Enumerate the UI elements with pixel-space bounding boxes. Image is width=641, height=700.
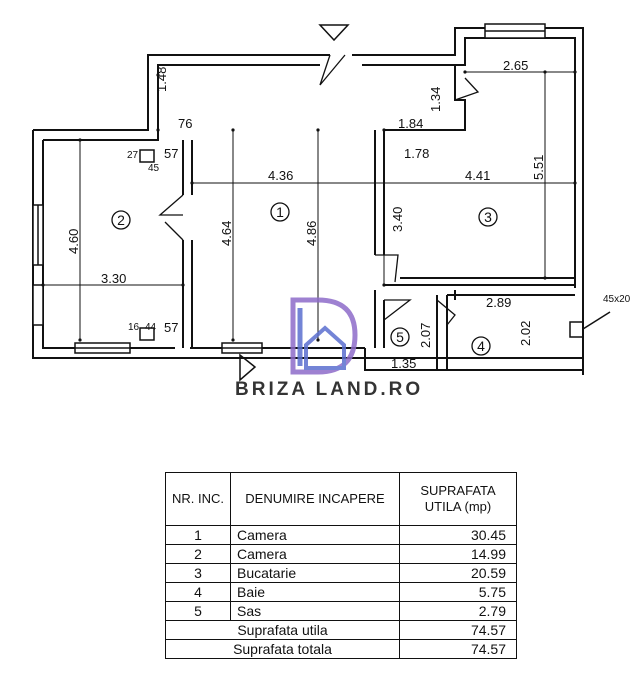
room-number-4: 4 [477,338,485,354]
table-row: 1 Camera 30.45 [165,525,517,545]
row-name: Bucatarie [230,563,400,583]
room-markers [111,202,498,356]
row-area: 30.45 [399,525,517,545]
total-label: Suprafata totala [165,639,400,659]
dim-4-86: 4.86 [304,221,319,246]
dim-5-51: 5.51 [531,155,546,180]
room-number-5: 5 [396,329,404,345]
row-nr: 5 [165,601,231,621]
dim-27: 27 [127,150,139,161]
dimension-lines [41,70,577,342]
row-area: 5.75 [399,582,517,602]
entrance-arrow-icon [239,24,350,382]
outer-walls [32,27,584,375]
dim-1-78: 1.78 [404,146,429,161]
table-row: 2 Camera 14.99 [165,544,517,564]
dim-2-65: 2.65 [503,58,528,73]
dim-57-bottom: 57 [164,320,178,335]
header-nr: NR. INC. [165,472,231,526]
watermark-text: BRIZA LAND.RO [235,379,423,400]
dim-57-top: 57 [164,146,178,161]
total-value: 74.57 [399,639,517,659]
header-area: SUPRAFATA UTILA (mp) [399,472,517,526]
total-label: Suprafata utila [165,620,400,640]
row-name: Camera [230,544,400,564]
dim-45x20: 45x20 [603,294,631,305]
header-name: DENUMIRE INCAPERE [230,472,400,526]
row-nr: 1 [165,525,231,545]
watermark-logo: BRIZA LAND.RO [235,297,423,400]
dim-2-07: 2.07 [418,323,433,348]
row-area: 20.59 [399,563,517,583]
table-row: 4 Baie 5.75 [165,582,517,602]
dim-4-41: 4.41 [465,168,490,183]
table-row: 3 Bucatarie 20.59 [165,563,517,583]
dim-16: 16 [128,322,140,333]
table-row: 5 Sas 2.79 [165,601,517,621]
dim-76: 76 [178,116,192,131]
room-number-1: 1 [276,204,284,220]
windows [32,23,546,354]
table-header-row: NR. INC. DENUMIRE INCAPERE SUPRAFATA UTI… [165,472,517,526]
dim-2-89: 2.89 [486,295,511,310]
room-number-3: 3 [484,209,492,225]
dim-3-30: 3.30 [101,271,126,286]
dim-44: 44 [145,322,157,333]
wall-niches [139,149,611,341]
total-row: Suprafata totala 74.57 [165,639,517,659]
dim-4-64: 4.64 [219,221,234,246]
row-area: 14.99 [399,544,517,564]
row-nr: 3 [165,563,231,583]
dim-4-36: 4.36 [268,168,293,183]
floor-plan: 1.48 76 1.84 1.34 2.65 1.78 5.51 4.36 4.… [32,23,631,400]
dim-3-40: 3.40 [390,207,405,232]
dim-1-35: 1.35 [391,356,416,371]
row-name: Camera [230,525,400,545]
dim-2-02: 2.02 [518,321,533,346]
room-area-table: NR. INC. DENUMIRE INCAPERE SUPRAFATA UTI… [165,472,517,659]
dim-45: 45 [148,163,160,174]
dimension-labels: 1.48 76 1.84 1.34 2.65 1.78 5.51 4.36 4.… [66,58,631,371]
row-area: 2.79 [399,601,517,621]
row-name: Baie [230,582,400,602]
room-numbers: 2 1 3 4 5 [117,204,492,354]
dim-1-34: 1.34 [428,87,443,112]
total-row: Suprafata utila 74.57 [165,620,517,640]
door-swings [158,54,480,326]
dim-1-84: 1.84 [398,116,423,131]
total-value: 74.57 [399,620,517,640]
interior-walls [182,65,575,370]
row-name: Sas [230,601,400,621]
dim-1-48: 1.48 [154,67,169,92]
dim-4-60: 4.60 [66,229,81,254]
row-nr: 2 [165,544,231,564]
row-nr: 4 [165,582,231,602]
room-number-2: 2 [117,212,125,228]
